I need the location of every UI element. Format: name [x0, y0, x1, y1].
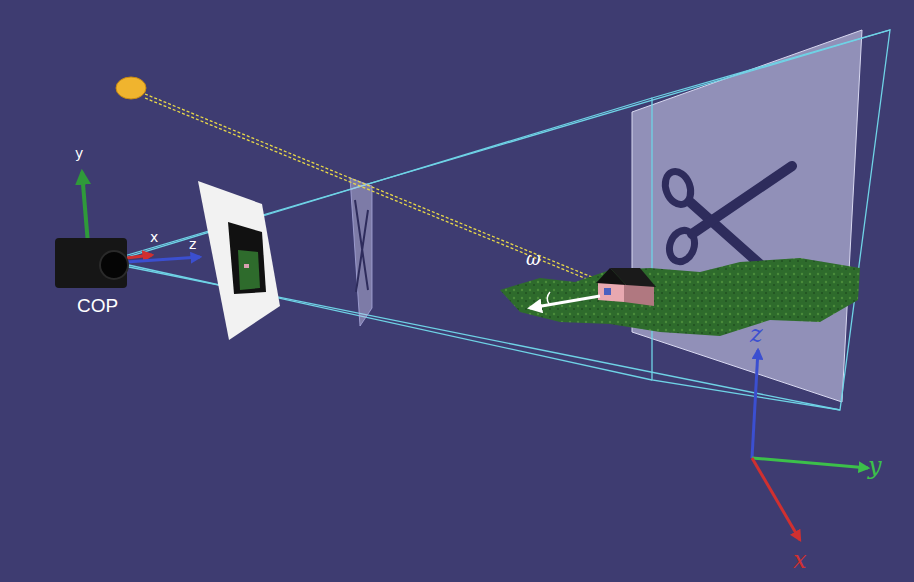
house-side — [624, 284, 654, 306]
axis-label: x — [150, 230, 158, 244]
camera-body: COP — [55, 238, 127, 288]
world-z-axis — [752, 350, 758, 458]
light-source — [116, 77, 146, 99]
image-plane — [198, 181, 280, 340]
camera-z-axis — [126, 257, 200, 262]
projected-house — [244, 264, 249, 268]
camera-label: COP — [77, 296, 118, 315]
angle-label: ω — [526, 250, 541, 268]
house — [596, 268, 656, 306]
light-ray — [145, 98, 604, 286]
axis-label: z — [189, 237, 196, 251]
camera-y-axis — [82, 172, 88, 244]
axis-label: z — [750, 322, 763, 346]
camera-x-axis — [126, 255, 152, 258]
world-x-axis — [752, 458, 800, 540]
projected-image — [238, 250, 260, 290]
world-y-axis — [752, 458, 868, 468]
scissors-blade — [692, 166, 792, 234]
axis-label: y — [868, 454, 882, 478]
angle-arc — [547, 292, 550, 304]
middle-plane — [350, 178, 372, 326]
house-roof — [610, 268, 656, 287]
scissors-shadow — [355, 200, 368, 292]
view-frustum — [124, 30, 890, 410]
axis-label: x — [793, 548, 807, 572]
camera-lens — [99, 250, 129, 280]
axis-label: y — [75, 146, 83, 160]
house-window — [604, 288, 611, 295]
far-plane — [632, 30, 862, 402]
house-front — [598, 282, 624, 302]
terrain — [500, 258, 860, 336]
image-window — [228, 222, 266, 294]
direction-arrow — [530, 296, 600, 308]
light-ray — [145, 94, 604, 282]
frustum-far-rect — [652, 30, 890, 410]
